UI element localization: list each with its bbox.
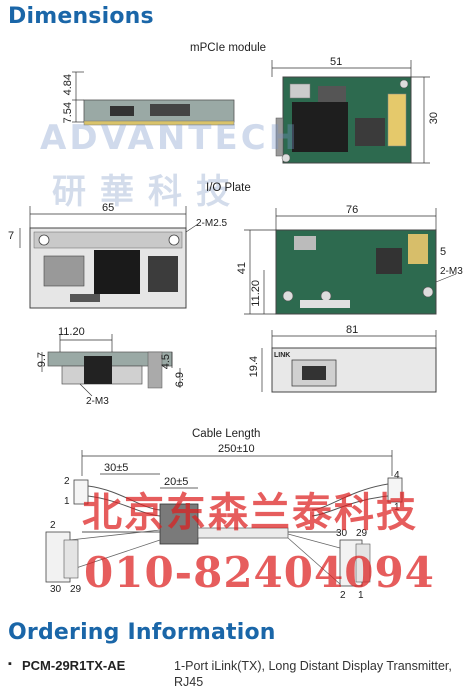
cable-right-conn-bottom-a: 2 <box>340 590 346 601</box>
ordering-description: 1-Port iLink(TX), Long Distant Display T… <box>174 659 452 689</box>
mpcie-caption: mPCIe module <box>190 42 267 54</box>
io-side-dim-b: 4.5 <box>160 354 172 370</box>
io-plate-hole-label: 2-M2.5 <box>196 218 228 229</box>
front-width-dim: 81 <box>346 324 359 336</box>
io-plate-side-view <box>41 334 181 397</box>
board-right-view <box>244 208 457 315</box>
cable-left-small-top: 2 <box>64 476 70 487</box>
mpcie-height-dim: 30 <box>428 112 440 125</box>
io-side-dim-c: 6.9 <box>174 372 186 388</box>
io-plate-width-dim: 65 <box>102 202 115 214</box>
board-offset-dim: 5 <box>440 246 447 258</box>
cable-dim-mid: 20±5 <box>164 476 189 488</box>
cable-right-pin-top: 4 <box>394 470 400 481</box>
cable-left-small-bottom: 1 <box>64 496 70 507</box>
cable-right-conn-bottom-b: 1 <box>358 590 364 601</box>
cable-left-pin-top: 2 <box>50 520 56 531</box>
io-side-width-dim: 11.20 <box>58 326 85 338</box>
board-inner-dim: 11.20 <box>250 280 262 307</box>
cable-dim-left: 30±5 <box>104 462 129 474</box>
mpcie-width-dim: 51 <box>330 56 343 68</box>
front-height-dim: 19.4 <box>248 356 260 378</box>
front-port-label: LINK <box>274 352 291 359</box>
ordering-title: Ordering Information <box>8 620 276 645</box>
cable-right-conn-top-b: 29 <box>356 528 368 539</box>
front-panel-view <box>261 330 437 393</box>
ordering-code: PCM-29R1TX-AE <box>22 658 126 673</box>
board-width-dim: 76 <box>346 204 359 216</box>
mpcie-side-view <box>72 71 235 126</box>
io-side-dim-a: 9.7 <box>36 352 48 368</box>
watermark-logo: ADVANTECH <box>40 118 301 158</box>
cable-right-conn-top-a: 30 <box>336 528 348 539</box>
board-hole-label: 2-M3 <box>440 266 463 277</box>
ordering-bullet: ▪ <box>8 658 12 670</box>
cable-right-pin-bottom: 1 <box>394 502 400 513</box>
dimensions-title: Dimensions <box>8 4 154 29</box>
watermark-chinese-1: 研華科技 <box>52 172 244 212</box>
cable-caption: Cable Length <box>192 428 261 440</box>
mpcie-thickness-a: 4.84 <box>62 74 74 96</box>
cable-left-pin-bottom2: 29 <box>70 584 82 595</box>
io-plate-view <box>19 206 199 309</box>
watermark-phone: 010-82404094 <box>84 548 435 597</box>
mpcie-top-view <box>271 60 430 164</box>
cable-view <box>45 450 403 587</box>
io-side-hole-label: 2-M3 <box>86 396 109 407</box>
io-plate-height-dim: 7 <box>8 230 15 242</box>
io-plate-caption: I/O Plate <box>206 182 251 194</box>
watermark-chinese-2: 北京东森兰泰科技 <box>82 489 418 536</box>
cable-total-length: 250±10 <box>218 443 255 455</box>
board-height-dim: 41 <box>236 262 248 275</box>
cable-left-pin-bottom: 30 <box>50 584 62 595</box>
